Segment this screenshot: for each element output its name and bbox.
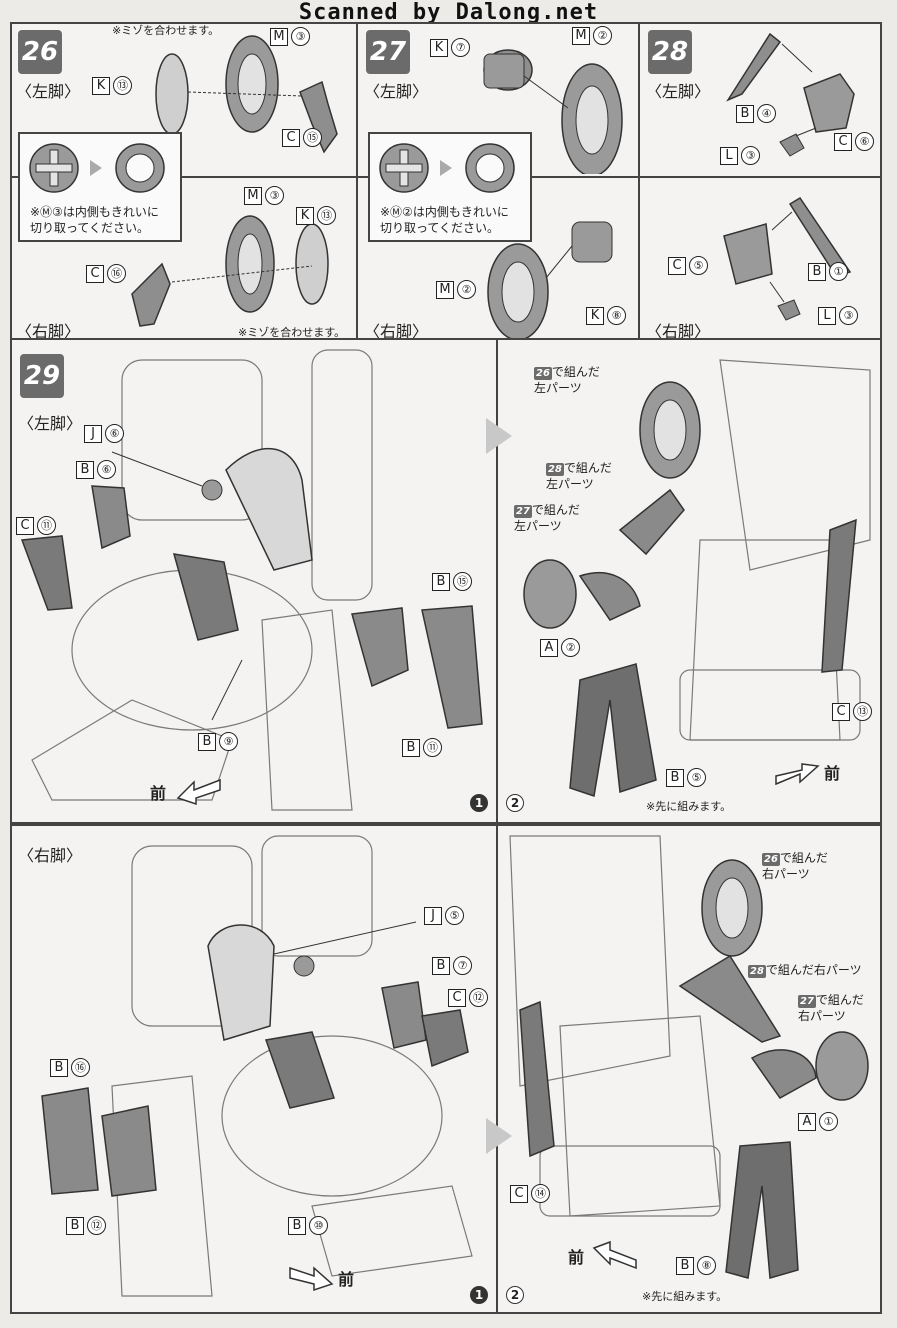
step-27-number: 27 bbox=[366, 30, 410, 74]
step-26-top-note: ※ミゾを合わせます。 bbox=[112, 24, 220, 37]
wheel-before-after-icon bbox=[379, 143, 515, 193]
step-26-number: 26 bbox=[18, 30, 62, 74]
step-29-left-leg-label: 〈左脚〉 bbox=[18, 414, 83, 433]
step-29-number: 29 bbox=[20, 354, 64, 398]
step-28-right-leg-label: 〈右脚〉 bbox=[646, 322, 711, 340]
step-28-bottom-illustration bbox=[723, 196, 852, 321]
step-27-cut-note: ※Ⓜ②は内側もきれいに 切り取ってください。 bbox=[380, 205, 509, 235]
step-26-divider-top bbox=[12, 176, 356, 178]
wheel-before-after-icon bbox=[29, 143, 165, 193]
step-28-top-illustration bbox=[726, 32, 855, 157]
step-29-left-divider bbox=[496, 340, 498, 822]
assemble-first-note: ※先に組みます。 bbox=[642, 1290, 728, 1303]
step-28-left-leg-label: 〈左脚〉 bbox=[646, 82, 711, 101]
step-27-left-leg-label: 〈左脚〉 bbox=[364, 82, 429, 101]
step-29-right-divider bbox=[496, 826, 498, 1312]
front-direction-arrow-icon bbox=[289, 1266, 334, 1292]
step-27-panel: 27 〈左脚〉 ※Ⓜ②は内側もきれいに 切り取ってください。 bbox=[356, 22, 640, 340]
assemble-first-note: ※先に組みます。 bbox=[646, 800, 732, 813]
left-leg-phase-2-illustration bbox=[523, 359, 871, 797]
sequence-2-marker: 2 bbox=[506, 794, 524, 812]
stage-transition-arrow-icon bbox=[486, 418, 512, 454]
scan-watermark: Scanned by Dalong.net bbox=[298, 0, 599, 25]
step-28-number: 28 bbox=[648, 30, 692, 74]
step-26-panel: 26 〈左脚〉 ※ミゾを合わせます。 ※Ⓜ③は内側もきれいに 切り取ってください… bbox=[10, 22, 358, 340]
step-29-right-leg-label: 〈右脚〉 bbox=[18, 846, 83, 865]
sequence-1-marker: 1 bbox=[470, 794, 488, 812]
step-26-bottom-illustration bbox=[131, 215, 329, 327]
step-27-bottom-illustration bbox=[487, 221, 613, 338]
front-direction-arrow-icon bbox=[592, 1240, 637, 1270]
step-26-cut-note: ※Ⓜ③は内側もきれいに 切り取ってください。 bbox=[30, 205, 159, 235]
step-27-top-illustration bbox=[483, 49, 623, 174]
right-leg-phase-2-illustration bbox=[509, 835, 869, 1279]
step-26-bottom-note: ※ミゾを合わせます。 bbox=[238, 326, 346, 339]
step-26-top-illustration bbox=[155, 35, 338, 154]
front-direction-label: 前 bbox=[568, 1248, 585, 1267]
right-leg-phase-1-illustration bbox=[41, 835, 473, 1297]
sequence-1-marker: 1 bbox=[470, 1286, 488, 1304]
step-26-cut-callout: ※Ⓜ③は内側もきれいに 切り取ってください。 bbox=[18, 132, 182, 242]
front-direction-arrow-icon bbox=[176, 778, 221, 806]
step-27-cut-callout: ※Ⓜ②は内側もきれいに 切り取ってください。 bbox=[368, 132, 532, 242]
step-28-divider-top bbox=[640, 176, 880, 178]
stage-transition-arrow-icon bbox=[486, 1118, 512, 1154]
front-direction-arrow-icon bbox=[775, 763, 820, 786]
left-leg-phase-1-illustration bbox=[20, 349, 483, 811]
sequence-2-marker: 2 bbox=[506, 1286, 524, 1304]
front-direction-label: 前 bbox=[824, 764, 841, 783]
front-direction-label: 前 bbox=[338, 1270, 355, 1289]
step-26-right-leg-label: 〈右脚〉 bbox=[16, 322, 81, 340]
step-26-left-leg-label: 〈左脚〉 bbox=[16, 82, 81, 101]
front-direction-label: 前 bbox=[150, 784, 167, 803]
step-27-right-leg-label: 〈右脚〉 bbox=[364, 322, 429, 340]
